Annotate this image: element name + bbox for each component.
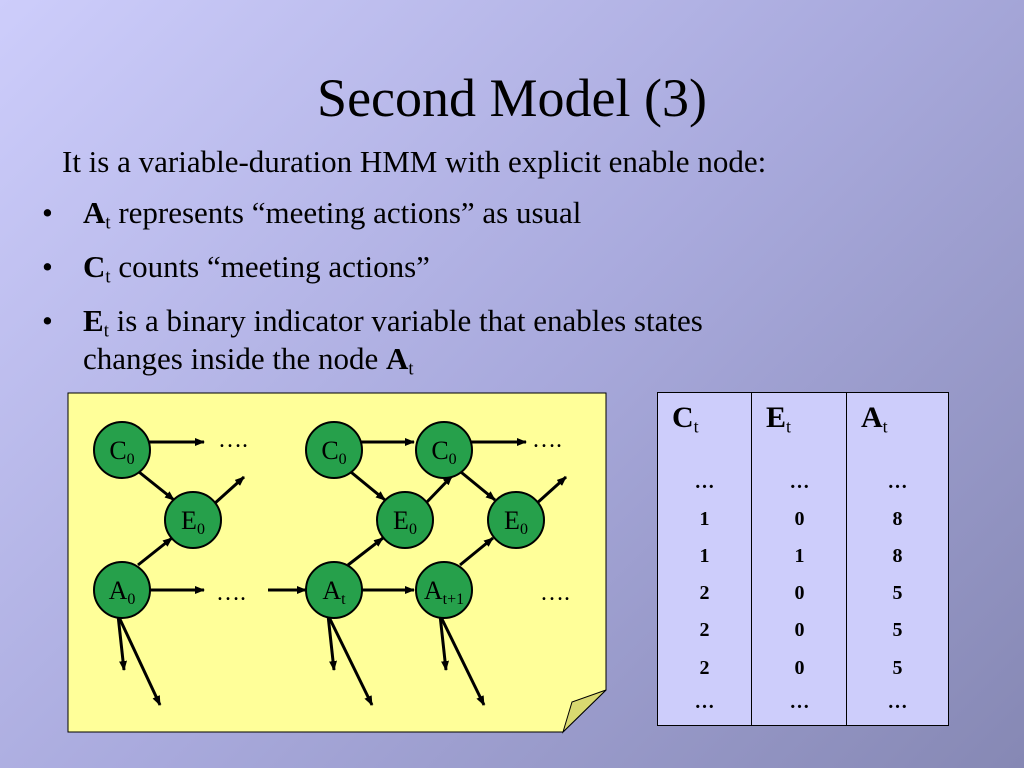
table-cell: 2 [699, 582, 710, 604]
edge-at1-down-2 [438, 614, 486, 706]
node-at-mid: At [305, 561, 363, 619]
bullet-symbol: • [42, 195, 53, 230]
edge-e0mid-c0right [423, 474, 454, 506]
node-e0-mid: E0 [376, 491, 434, 549]
edge-e0-out [212, 475, 246, 506]
table-header-et: Et [766, 401, 792, 437]
bullet-list: • At represents “meeting actions” as usu… [38, 194, 958, 394]
bullet-symbol: • [42, 249, 53, 284]
svg-text:E0: E0 [181, 506, 205, 538]
slide-title: Second Model (3) [317, 68, 707, 128]
table-column-at: At … 8 8 5 5 5 … [846, 393, 948, 725]
bullet-term: At [83, 195, 111, 234]
table-cell: 5 [892, 657, 903, 679]
edge-a0-down-1 [116, 614, 128, 671]
edge-c0mid-e0mid [345, 466, 386, 502]
svg-text:E0: E0 [504, 506, 528, 538]
edge-a0-e0 [137, 536, 173, 567]
edge-at1-e0right [459, 536, 494, 567]
bullet-text: counts “meeting actions” [110, 249, 430, 284]
table-cell: … [694, 691, 715, 713]
table-cell: 2 [699, 619, 710, 641]
table-cell: 5 [892, 582, 903, 604]
bullet-text: is a binary indicator variable that enab… [108, 303, 703, 338]
table-cell: 0 [794, 657, 805, 679]
svg-text:At+1: At+1 [424, 576, 464, 608]
node-c0-right: C0 [415, 421, 473, 479]
node-e0-left: E0 [164, 491, 222, 549]
node-c0-mid: C0 [305, 421, 363, 479]
bullet-symbol: • [42, 303, 53, 338]
bullet-text: represents “meeting actions” as usual [110, 195, 582, 230]
edge-at-down-2 [326, 614, 374, 706]
edge-a0-down-2 [116, 614, 162, 706]
bullet-term: Et [83, 303, 109, 342]
svg-text:A0: A0 [109, 576, 136, 608]
table-cell: … [789, 471, 810, 493]
table-header-at: At [861, 401, 888, 437]
bullet-text-continued: changes inside the node [83, 341, 387, 376]
table-cell: … [887, 691, 908, 713]
table-column-et: Et … 0 1 0 0 0 … [751, 393, 847, 725]
node-a0-left: A0 [93, 561, 151, 619]
table-cell: 1 [699, 545, 710, 567]
table-cell: … [887, 471, 908, 493]
table-cell: 0 [794, 508, 805, 530]
edge-at-down-1 [326, 614, 338, 671]
table-cell: 8 [892, 545, 903, 567]
sticky-note-curl [561, 689, 607, 734]
node-e0-right: E0 [487, 491, 545, 549]
table-header-ct: Ct [672, 401, 699, 437]
table-cell: 8 [892, 508, 903, 530]
edge-c0-e0 [133, 466, 175, 502]
ellipsis-top-left: …. [218, 427, 248, 453]
ellipsis-bottom-left: …. [216, 580, 246, 606]
edge-at1-down-1 [438, 614, 450, 671]
svg-text:C0: C0 [321, 436, 346, 468]
edge-c0right-e0right [455, 466, 496, 502]
ellipsis-top-right: …. [532, 427, 562, 453]
table-cell: 0 [794, 582, 805, 604]
svg-text:C0: C0 [109, 436, 134, 468]
table-cell: 1 [794, 545, 805, 567]
bullet-at: • At represents “meeting actions” as usu… [38, 194, 958, 232]
node-at1-right: At+1 [415, 561, 473, 619]
svg-text:C0: C0 [431, 436, 456, 468]
bullet-term-inline: At [386, 341, 414, 380]
table-cell: 1 [699, 508, 710, 530]
edge-at-e0mid [347, 536, 384, 567]
table-cell: … [789, 691, 810, 713]
table-cell: 0 [794, 619, 805, 641]
bullet-et: • Et is a binary indicator variable that… [38, 302, 958, 378]
state-table: Ct … 1 1 2 2 2 … Et … 0 1 0 0 0 … At … 8… [657, 392, 949, 726]
table-cell: 2 [699, 657, 710, 679]
edge-e0right-out [534, 475, 568, 506]
bullet-ct: • Ct counts “meeting actions” [38, 248, 958, 286]
svg-text:E0: E0 [393, 506, 417, 538]
ellipsis-bottom-right: …. [540, 580, 570, 606]
svg-text:At: At [322, 576, 346, 608]
table-cell: 5 [892, 619, 903, 641]
node-c0-left: C0 [93, 421, 151, 479]
bullet-term: Ct [83, 249, 111, 288]
table-cell: … [694, 471, 715, 493]
table-column-ct: Ct … 1 1 2 2 2 … [658, 393, 751, 725]
intro-text: It is a variable-duration HMM with expli… [62, 144, 767, 179]
